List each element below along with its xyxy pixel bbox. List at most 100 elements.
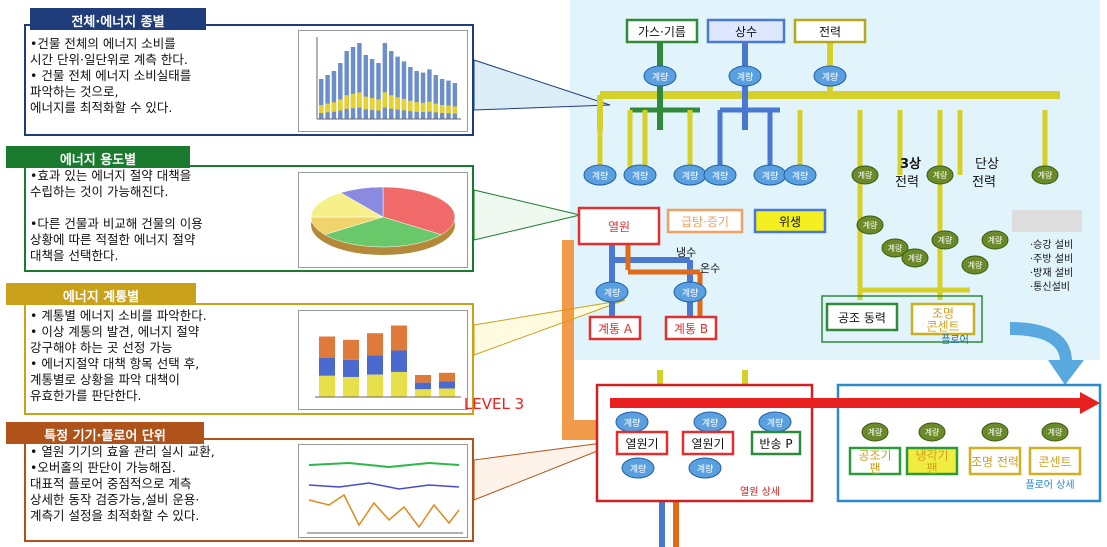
bar — [433, 75, 438, 119]
meter-label: 계량 — [682, 287, 699, 299]
bar-segment — [369, 98, 375, 110]
single-label-2: 전력 — [972, 175, 996, 190]
meter-icon — [688, 457, 722, 479]
pie-slice — [324, 216, 442, 248]
meter-icon — [856, 215, 884, 235]
box-floor-item-label: 조명 전력 — [971, 455, 1019, 469]
meter-icon — [851, 165, 879, 185]
pointer-3 — [473, 299, 626, 356]
bar-segment — [325, 103, 330, 113]
meter-icon — [783, 164, 817, 186]
panel-line: • 계통별 에너지 소비를 파악한다. — [30, 308, 207, 323]
panel-line: 상황에 따른 적절한 에너지 절약 — [30, 232, 196, 247]
bar-segment — [439, 372, 455, 382]
phase3-label: 3상 — [900, 157, 921, 172]
bar — [363, 55, 368, 119]
bar — [446, 80, 451, 119]
bar-segment — [391, 371, 407, 397]
panel-system-header: 에너지 계통별 — [6, 283, 196, 305]
source-gas-label: 가스·기름 — [638, 25, 686, 39]
panel-device-header: 특정 기기·플로어 단위 — [6, 422, 204, 444]
meter-label: 계량 — [604, 287, 621, 299]
bar-segment — [439, 388, 455, 397]
meter-icon — [981, 230, 1009, 250]
box-system-a-box — [588, 315, 642, 341]
pointer-1 — [473, 59, 611, 111]
meter-label: 계량 — [652, 71, 669, 83]
bar-segment — [343, 359, 359, 377]
meter-label: 계량 — [868, 427, 883, 437]
hot-water-label: 온수 — [700, 262, 720, 275]
bar-segment — [439, 105, 445, 113]
bar-segment — [344, 95, 349, 109]
meter-icon — [813, 65, 847, 87]
panel-line: 파악하는 것으로, — [30, 84, 119, 99]
pie-slice — [310, 192, 384, 218]
bar-segment — [367, 355, 383, 375]
source-water-box — [706, 18, 786, 44]
chart-total-energy — [298, 30, 468, 132]
meter-icon — [918, 422, 946, 442]
series-line — [308, 493, 460, 529]
bar-segment — [338, 99, 343, 111]
bar — [382, 43, 388, 119]
meter-label: 계량 — [933, 170, 948, 180]
box-hotwater-box — [666, 208, 744, 234]
pointer-4 — [473, 439, 626, 501]
heat-detail-label: 열원 상세 — [740, 486, 780, 498]
bar — [452, 83, 458, 119]
bar-segment — [350, 93, 356, 109]
source-gas-box — [625, 18, 699, 44]
box-floor-item-label: 콘센트 — [1038, 455, 1071, 469]
meter-label: 계량 — [682, 170, 699, 182]
meter-label: 계량 — [592, 170, 609, 182]
single-label: 단상 — [975, 157, 999, 172]
cold-water-label: 냉수 — [676, 246, 696, 259]
floor-group — [821, 295, 983, 343]
pie-slice — [382, 186, 456, 235]
meter-icon — [621, 457, 655, 479]
bar — [331, 71, 337, 119]
bar-segment — [331, 102, 337, 112]
meter-icon — [881, 238, 909, 258]
box-pump-box — [750, 430, 802, 456]
meter-label: 계량 — [938, 235, 953, 245]
panel-usage-text: •효과 있는 에너지 절약 대책을 수립하는 것이 가능해진다. •다른 건물과… — [30, 168, 300, 264]
bar-segment — [408, 100, 413, 112]
panel-total-energy-text: •건물 전체의 에너지 소비를 시간 단위·일단위로 계측 한다.• 건물 전체… — [30, 36, 300, 116]
bar-segment — [414, 102, 419, 112]
meter-label: 계량 — [888, 243, 903, 253]
bar-segment — [363, 96, 368, 110]
bar-segment — [343, 339, 359, 360]
bar-segment — [415, 382, 431, 390]
box-system-b-box — [664, 315, 718, 341]
box-heat-box — [577, 206, 661, 246]
panel-line: •건물 전체의 에너지 소비를 — [30, 36, 176, 51]
bar-segment — [446, 105, 451, 114]
meter-icon — [1041, 422, 1069, 442]
floor-label: 플로어 — [941, 334, 969, 346]
panel-line: 에너지를 최적화할 수 있다. — [30, 100, 173, 115]
series-line — [308, 482, 460, 490]
box-lighting-label: 조명 — [932, 307, 954, 321]
bar-segment — [452, 106, 458, 114]
box-system-a-label: 계통 A — [598, 322, 633, 336]
bar — [357, 43, 362, 119]
panel-line: •효과 있는 에너지 절약 대책을 — [30, 168, 192, 183]
bar — [376, 63, 381, 119]
meter-label: 계량 — [712, 170, 729, 182]
meter-label: 계량 — [988, 427, 1003, 437]
bar — [389, 51, 394, 119]
bar-segment — [319, 375, 335, 397]
meter-label: 계량 — [737, 71, 754, 83]
meter-label: 계량 — [632, 170, 649, 182]
meter-icon — [595, 281, 629, 303]
box-heat-unit-2-box — [681, 430, 735, 456]
panel-device-text: • 열원 기기의 효율 관리 실시 교환,•오버홀의 판단이 가능해짐. 대표적… — [30, 444, 300, 524]
panel-line: 시간 단위·일단위로 계측 한다. — [30, 52, 188, 67]
pie-slice — [340, 186, 384, 218]
meter-icon — [926, 165, 954, 185]
phase3-label-2: 전력 — [895, 175, 919, 190]
level3-label: LEVEL 3 — [464, 395, 524, 413]
